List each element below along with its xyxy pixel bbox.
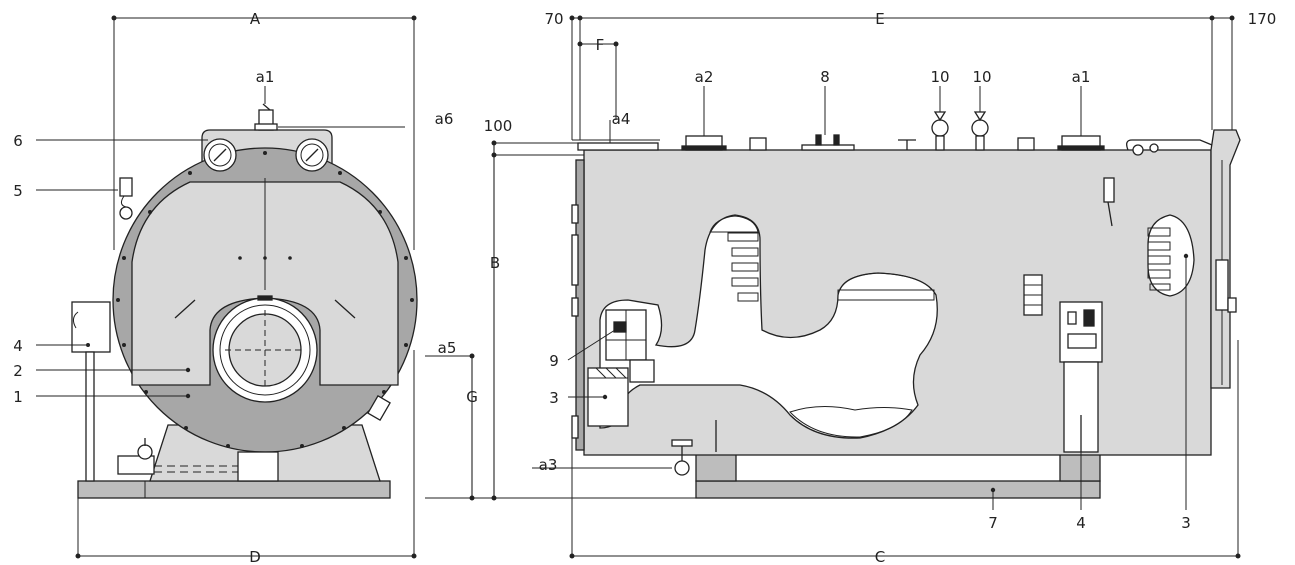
rear-smoke-box [1210,129,1241,389]
pressure-gauge-left [203,138,237,172]
dim-label-C: C [875,548,885,565]
connection-labels: a1 a6 a5 a4 a2 a1 a3 [256,68,1091,474]
front-drain-valve [117,438,279,482]
dim-label-A: A [250,10,261,28]
part-label-7: 7 [988,514,998,532]
pressure-switch [1023,274,1043,316]
part-label-6: 6 [13,132,23,150]
conn-label-a5: a5 [438,339,457,357]
conn-label-a2: a2 [695,68,714,86]
conn-label-a4: a4 [612,110,631,128]
dim-label-70: 70 [544,10,563,28]
conn-label-a6: a6 [435,110,454,128]
front-view [71,103,418,499]
top-valve-a1-front [254,103,278,131]
dim-label-D: D [249,548,261,565]
part-label-9: 9 [549,352,559,370]
conn-label-a1-front: a1 [256,68,275,86]
part-label-10b: 10 [972,68,991,86]
part-label-2: 2 [13,362,23,380]
part-label-8: 8 [820,68,830,86]
dim-label-100: 100 [484,117,513,135]
conn-label-a3: a3 [539,456,558,474]
dim-label-G: G [466,388,478,406]
control-panel-side [1059,301,1103,453]
part-label-3-right: 3 [1181,514,1191,532]
part-label-1: 1 [13,388,23,406]
side-base-rail [695,480,1101,499]
front-base-plate [77,480,391,499]
level-control-5 [119,177,133,220]
part-label-3-left: 3 [549,389,559,407]
side-view [571,111,1241,499]
dim-label-170: 170 [1248,10,1277,28]
dimension-labels: A D E C B G F 70 100 170 [249,10,1276,565]
dim-label-F: F [596,36,605,54]
pressure-gauge-right [295,138,329,172]
part-label-5: 5 [13,182,23,200]
dim-label-E: E [875,10,884,28]
dim-label-B: B [490,254,500,272]
part-label-4-side: 4 [1076,514,1086,532]
control-box-front [71,301,111,482]
drain-valve-a3 [671,439,693,476]
water-tubes [709,214,1195,438]
front-ring-bolts [116,151,414,448]
side-level-glass [1103,177,1115,227]
dimension-lines [75,15,1241,559]
burner-refractory [587,309,655,427]
conn-label-a1-side: a1 [1072,68,1091,86]
part-label-4-front: 4 [13,337,23,355]
front-view-leaders [36,86,472,399]
part-label-10a: 10 [930,68,949,86]
side-top-fittings [577,111,1213,156]
side-view-leaders [532,86,1187,510]
part-labels: 6 5 4 2 1 8 10 10 9 3 7 4 3 [13,68,1191,532]
